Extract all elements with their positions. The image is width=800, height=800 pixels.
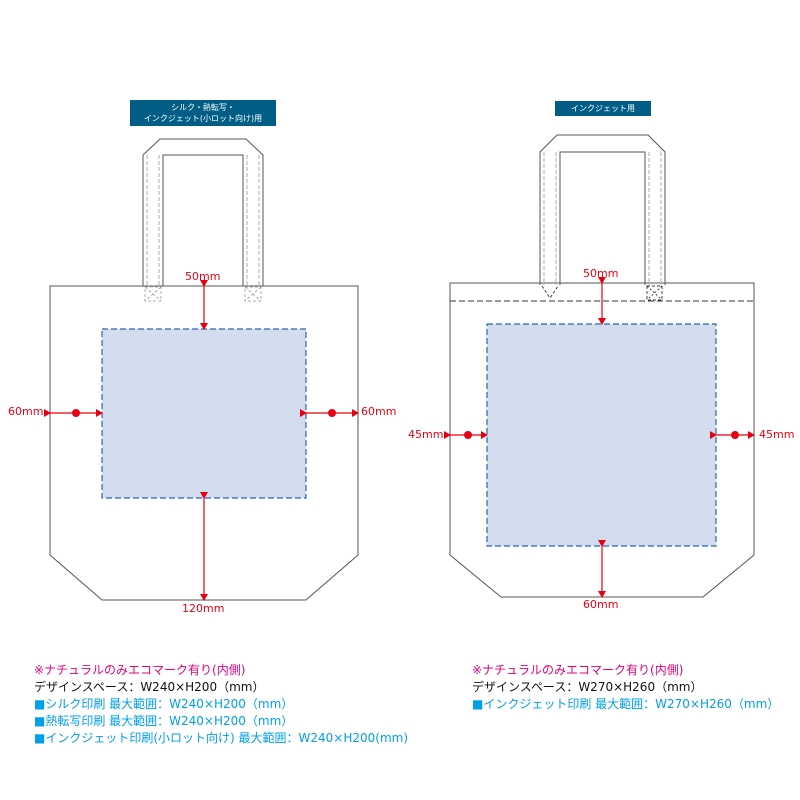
left-bag-notes: ※ナチュラルのみエコマーク有り(内側) デザインスペース：W240×H200（m… — [34, 662, 408, 747]
left-design-space: デザインスペース：W240×H200（mm） — [34, 680, 265, 694]
right-bag — [444, 134, 755, 598]
right-bag-dim-bottom: 60mm — [583, 598, 619, 611]
left-inkjet-small-range: ■インクジェット印刷(小ロット向け) 最大範囲：W240×H200(mm) — [34, 731, 409, 745]
right-bag-handle-attachment — [541, 285, 663, 301]
right-bag-dim-top: 50mm — [583, 267, 619, 280]
left-bag-method-tag: シルク・熱転写・ インクジェット(小ロット向け)用 — [130, 100, 276, 126]
left-bag-handle-attachment — [144, 286, 262, 302]
right-bag-tag-line1: インクジェット用 — [571, 104, 635, 113]
left-eco-note: ※ナチュラルのみエコマーク有り(内側) — [34, 663, 246, 677]
left-bag-body — [49, 285, 359, 601]
right-bag-body — [449, 282, 755, 598]
left-bag-tag-line2: インクジェット(小ロット向け)用 — [143, 114, 263, 123]
right-bag-handle-inner — [559, 151, 646, 285]
left-heat-range: ■熱転写印刷 最大範囲：W240×H200（mm） — [34, 714, 294, 728]
right-bag-left-dot — [464, 431, 472, 439]
right-eco-note: ※ナチュラルのみエコマーク有り(内側) — [472, 663, 684, 677]
right-bag-right-dot — [731, 431, 739, 439]
left-bag-dim-bottom: 120mm — [182, 602, 225, 615]
left-bag-dim-left: 60mm — [8, 405, 44, 418]
right-bag-dim-right: 45mm — [759, 428, 795, 441]
right-bag-dim-left: 45mm — [408, 428, 444, 441]
right-bag-handle — [539, 134, 666, 285]
right-bag-print-area — [486, 323, 717, 547]
left-bag — [44, 138, 359, 601]
left-bag-handle-inner — [162, 154, 244, 286]
left-bag-right-dot — [328, 409, 336, 417]
left-bag-dim-right: 60mm — [361, 405, 397, 418]
right-bag-notes: ※ナチュラルのみエコマーク有り(内側) デザインスペース：W270×H260（m… — [472, 662, 779, 713]
right-bag-method-tag: インクジェット用 — [555, 101, 651, 116]
left-bag-left-dot — [72, 409, 80, 417]
right-design-space: デザインスペース：W270×H260（mm） — [472, 680, 703, 694]
left-bag-dim-top: 50mm — [185, 270, 221, 283]
left-silk-range: ■シルク印刷 最大範囲：W240×H200（mm） — [34, 697, 294, 711]
left-bag-handle — [142, 138, 264, 286]
right-inkjet-range: ■インクジェット印刷 最大範囲：W270×H260（mm） — [472, 697, 780, 711]
left-bag-print-area — [101, 328, 307, 499]
left-bag-tag-line1: シルク・熱転写・ — [171, 103, 235, 112]
